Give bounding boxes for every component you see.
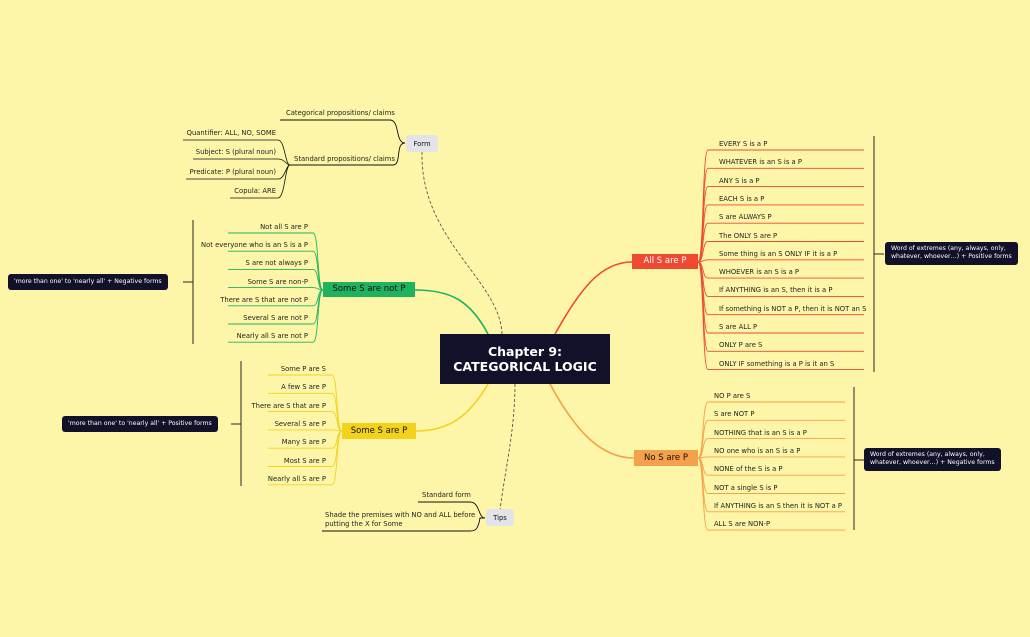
form-link <box>421 151 503 335</box>
some-s-not-p-connector <box>228 289 324 343</box>
tips-link <box>499 383 516 511</box>
all-s-p-connector <box>697 241 864 263</box>
no-s-p-item[interactable]: NOT a single S is P <box>714 483 778 492</box>
some-s-not-p-item[interactable]: Not all S are P <box>260 223 308 231</box>
some-s-p-item[interactable]: Several S are P <box>274 419 326 428</box>
categorical-propositions[interactable]: Categorical propositions/ claims <box>286 109 395 117</box>
form-item-predicate[interactable]: Predicate: P (plural noun) <box>189 168 276 176</box>
all-s-p-item[interactable]: ANY S is a P <box>719 176 760 185</box>
some-s-not-p-summary-note[interactable]: 'more than one' to 'nearly all' + Negati… <box>8 274 168 291</box>
all-note-line2: whatever, whoever…) + Positive forms <box>891 253 1012 261</box>
form-node[interactable]: Form <box>406 135 438 152</box>
some-s-p-item[interactable]: Most S are P <box>283 456 326 465</box>
form-item-quantifier[interactable]: Quantifier: ALL, NO, SOME <box>186 129 276 137</box>
no-s-p-item[interactable]: If ANYTHING is an S then it is NOT a P <box>714 501 843 510</box>
no-s-p-connector <box>697 457 845 531</box>
tip-shade-line2[interactable]: putting the X for Some <box>325 520 403 528</box>
no-s-p-item[interactable]: ALL S are NON-P <box>714 520 771 529</box>
all-s-p-item[interactable]: The ONLY S are P <box>719 231 778 240</box>
all-s-p-item[interactable]: S are ALL P <box>719 323 758 331</box>
all-s-p-item[interactable]: If something is NOT a P, then it is NOT … <box>719 304 867 313</box>
no-note-line2: whatever, whoever…) + Negative forms <box>870 459 995 467</box>
no-s-p-summary-note[interactable]: Word of extremes (any, always, only, wha… <box>864 448 1001 471</box>
no-s-p-item[interactable]: NOTHING that is an S is a P <box>714 428 807 437</box>
branch-some-s-are-p[interactable]: Some S are P <box>342 423 416 439</box>
some-s-not-p-item[interactable]: There are S that are not P <box>220 295 308 304</box>
branch-all-s-are-p[interactable]: All S are P <box>632 254 698 269</box>
some-s-p-item[interactable]: Many S are P <box>281 438 326 447</box>
no-note-line1: Word of extremes (any, always, only, <box>870 451 985 458</box>
branch-no-s-are-p[interactable]: No S are P <box>634 450 698 466</box>
some-s-p-connector <box>268 411 343 432</box>
no-s-p-item[interactable]: S are NOT P <box>714 410 755 419</box>
all-s-p-item[interactable]: ONLY P are S <box>719 341 763 350</box>
no-s-p-connector <box>697 438 845 459</box>
form-item-subject[interactable]: Subject: S (plural noun) <box>195 148 276 156</box>
standard-propositions[interactable]: Standard propositions/ claims <box>294 155 395 163</box>
some-s-p-item[interactable]: There are S that are P <box>251 401 326 410</box>
no-s-p-connector <box>697 456 845 459</box>
all-s-p-connector <box>697 259 864 263</box>
form-item-copula[interactable]: Copula: ARE <box>234 187 276 195</box>
some-s-not-p-item[interactable]: Nearly all S are not P <box>236 332 308 341</box>
tip-shade-line1[interactable]: Shade the premises with NO and ALL befor… <box>325 511 476 519</box>
central-topic[interactable]: Chapter 9: CATEGORICAL LOGIC <box>440 334 610 384</box>
all-s-p-item[interactable]: EACH S is a P <box>719 194 765 203</box>
central-title-line2: CATEGORICAL LOGIC <box>453 359 597 374</box>
no-s-p-item[interactable]: NO one who is an S is a P <box>714 446 801 455</box>
some-s-p-connector <box>268 430 343 486</box>
all-s-p-connector <box>697 149 864 263</box>
some-s-not-p-item[interactable]: Some S are non-P <box>247 277 308 286</box>
all-s-p-item[interactable]: If ANYTHING is an S, then it is a P <box>719 286 833 295</box>
some-s-not-p-item[interactable]: S are not always P <box>245 259 308 268</box>
all-s-p-item[interactable]: EVERY S is a P <box>719 140 768 148</box>
all-s-p-item[interactable]: WHOEVER is an S is a P <box>719 268 800 277</box>
some-s-p-summary-note[interactable]: 'more than one' to 'nearly all' + Positi… <box>62 416 218 433</box>
all-s-p-summary-note[interactable]: Word of extremes (any, always, only, wha… <box>885 242 1018 265</box>
all-s-p-item[interactable]: S are ALWAYS P <box>719 213 772 222</box>
all-s-p-item[interactable]: WHATEVER is an S is a P <box>719 158 802 167</box>
all-s-p-connector <box>697 261 864 371</box>
some-s-not-p-item[interactable]: Several S are not P <box>243 314 308 322</box>
some-s-p-connector <box>268 429 343 432</box>
all-note-line1: Word of extremes (any, always, only, <box>891 245 1006 252</box>
some-s-p-item[interactable]: A few S are P <box>281 383 326 392</box>
some-s-p-item[interactable]: Nearly all S are P <box>267 474 326 483</box>
no-s-p-item[interactable]: NO P are S <box>714 392 751 400</box>
all-s-p-item[interactable]: Some thing is an S ONLY IF it is a P <box>719 249 838 258</box>
tip-standard-form[interactable]: Standard form <box>422 491 471 499</box>
some-s-not-p-connector <box>228 287 324 291</box>
some-s-not-p-connector <box>228 268 324 291</box>
some-s-p-item[interactable]: Some P are S <box>280 365 326 373</box>
all-s-p-item[interactable]: ONLY IF something is a P is it an S <box>719 359 835 368</box>
central-title-line1: Chapter 9: <box>487 344 563 359</box>
some-s-not-p-item[interactable]: Not everyone who is an S is a P <box>201 241 308 250</box>
tips-node[interactable]: Tips <box>486 509 514 526</box>
no-s-p-item[interactable]: NONE of the S is a P <box>714 465 783 474</box>
branch-some-s-are-not-p[interactable]: Some S are not P <box>323 282 415 297</box>
